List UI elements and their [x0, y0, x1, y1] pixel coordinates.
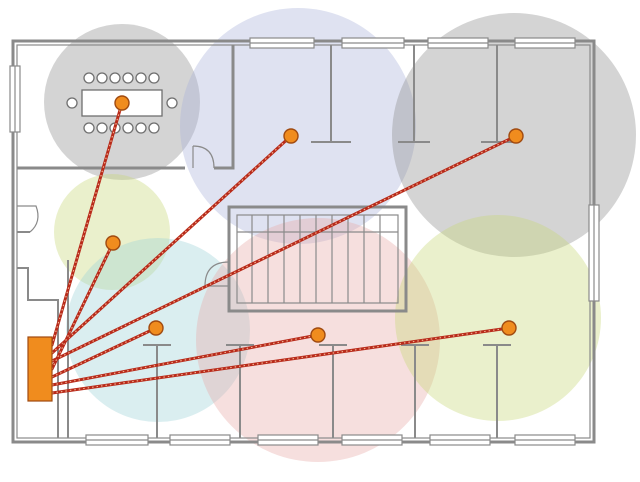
partition-upper-3 — [481, 45, 513, 143]
chair-top-0 — [83, 72, 95, 84]
chair-top-1 — [96, 72, 108, 84]
chair-top-5 — [148, 72, 160, 84]
chair-top-4 — [135, 72, 147, 84]
cable-dots-ap-left-hall — [51, 242, 114, 370]
cable-dots-ap-meeting-room — [51, 102, 123, 346]
cable-ap-upper-left — [50, 134, 293, 355]
meeting-room-door-swing — [192, 145, 215, 169]
windows — [9, 37, 600, 446]
ap-upper-left-icon — [283, 128, 299, 144]
ap-left-hall-icon — [105, 235, 121, 251]
chair-bottom-0 — [83, 122, 95, 134]
coverage-zone-lower-right — [395, 215, 601, 421]
coverage-zone-left-hall — [54, 174, 170, 290]
partition-lower-4 — [401, 344, 429, 438]
chair-left — [66, 97, 78, 109]
partition-upper-2 — [398, 45, 430, 143]
chair-top-2 — [109, 72, 121, 84]
partition-lower-2 — [226, 344, 254, 438]
network-switch — [27, 336, 53, 402]
network-cables — [50, 101, 518, 395]
ap-meeting-room-icon — [114, 95, 130, 111]
chair-bottom-1 — [96, 122, 108, 134]
chair-bottom-3 — [122, 122, 134, 134]
chair-bottom-5 — [148, 122, 160, 134]
stairwell-inner — [236, 214, 399, 304]
meeting-table — [81, 89, 163, 117]
ap-upper-right-icon — [508, 128, 524, 144]
cable-dots-ap-lower-left — [51, 327, 157, 378]
partition-lower-3 — [319, 344, 347, 438]
conference-table — [81, 89, 163, 117]
partition-lower-5 — [483, 344, 511, 438]
ap-lower-right-icon — [501, 320, 517, 336]
ap-lower-left-icon — [148, 320, 164, 336]
chair-bottom-4 — [135, 122, 147, 134]
chair-top-3 — [122, 72, 134, 84]
partition-lower-1 — [143, 344, 171, 438]
chair-right — [166, 97, 178, 109]
left-door-swing — [17, 205, 39, 233]
meeting-room-wall-right — [214, 45, 235, 170]
cable-dots-ap-upper-right — [51, 135, 517, 362]
ap-lower-center-icon — [310, 327, 326, 343]
left-corridor-wall — [17, 231, 59, 438]
partition-upper-1 — [311, 45, 351, 143]
cable-dots-ap-lower-center — [51, 334, 319, 386]
cable-dots-ap-lower-right — [51, 327, 510, 394]
wireless-access-points — [105, 95, 524, 343]
stairwell-wall — [227, 205, 408, 313]
